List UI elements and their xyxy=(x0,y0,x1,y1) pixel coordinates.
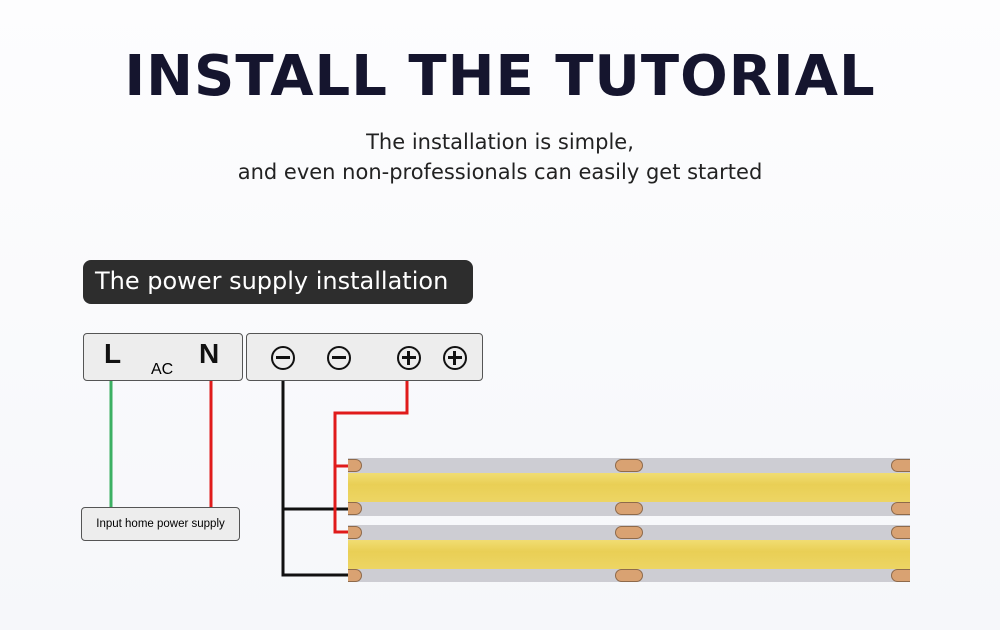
solder-pad xyxy=(348,459,362,472)
solder-pad xyxy=(348,526,362,539)
positive-wire xyxy=(333,381,409,534)
dc-terminal-block xyxy=(246,333,483,381)
solder-pad xyxy=(891,569,910,582)
neutral-terminal-label: N xyxy=(199,338,220,369)
solder-pad xyxy=(348,569,362,582)
plus-terminal-icon xyxy=(397,346,421,370)
section-label: The power supply installation xyxy=(83,260,473,304)
solder-pad xyxy=(615,526,643,539)
minus-terminal-icon xyxy=(271,346,295,370)
solder-pad xyxy=(348,502,362,515)
negative-wire xyxy=(281,381,350,577)
page-title: INSTALL THE TUTORIAL xyxy=(124,44,876,109)
subtitle-line-2: and even non-professionals can easily ge… xyxy=(237,160,763,184)
plus-terminal-icon xyxy=(443,346,467,370)
solder-pad xyxy=(891,459,910,472)
solder-pad xyxy=(891,526,910,539)
solder-pad xyxy=(891,502,910,515)
input-power-label: Input home power supply xyxy=(81,507,240,541)
minus-terminal-icon xyxy=(327,346,351,370)
solder-pad xyxy=(615,569,643,582)
led-strip xyxy=(348,458,910,516)
solder-pad xyxy=(615,459,643,472)
ac-label: AC xyxy=(151,361,174,378)
ac-terminal-block: L AC N xyxy=(83,333,243,381)
solder-pad xyxy=(615,502,643,515)
subtitle-line-1: The installation is simple, xyxy=(366,130,634,154)
live-terminal-label: L xyxy=(104,338,122,369)
